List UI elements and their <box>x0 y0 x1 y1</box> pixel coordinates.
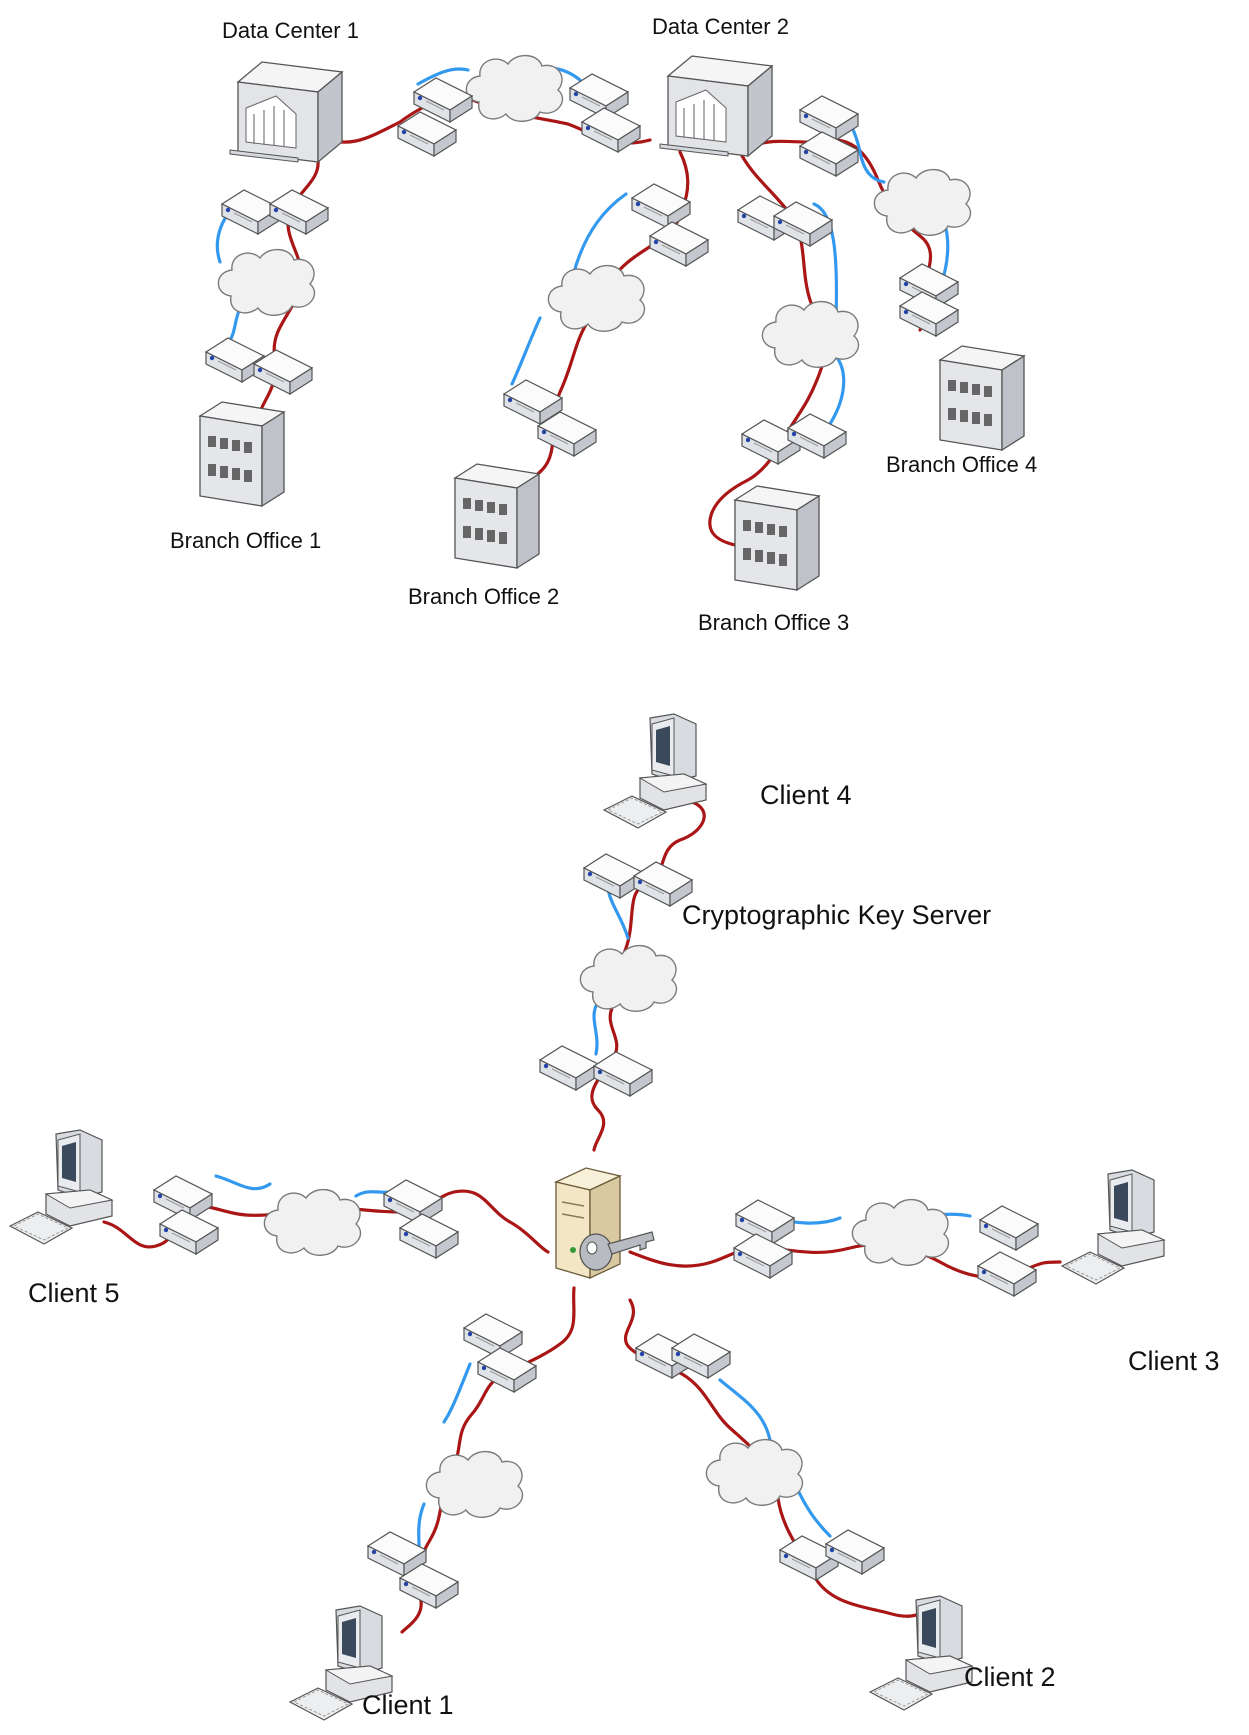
label-key-server: Cryptographic Key Server <box>682 900 992 930</box>
network-cloud-icon <box>425 1450 524 1518</box>
router-icon <box>269 189 329 235</box>
office-building-icon <box>199 401 285 507</box>
b2-link-wan <box>510 192 628 386</box>
router-icon <box>733 1233 793 1279</box>
router-icon <box>383 1179 443 1225</box>
router-icon <box>593 1051 653 1097</box>
label-client-5: Client 5 <box>28 1278 120 1308</box>
network-cloud-icon <box>851 1198 950 1266</box>
datacenter-icon <box>229 61 343 163</box>
workstation-icon <box>9 1129 113 1245</box>
office-building-icon <box>454 463 540 569</box>
top-devices <box>199 54 1025 591</box>
router-icon <box>977 1251 1037 1297</box>
key-server-icon <box>555 1167 655 1279</box>
network-cloud-icon <box>547 264 646 332</box>
network-cloud-icon <box>705 1438 804 1506</box>
label-data-center-2: Data Center 2 <box>652 14 789 39</box>
router-icon <box>539 1045 599 1091</box>
office-building-icon <box>734 485 820 591</box>
label-branch-office-3: Branch Office 3 <box>698 610 850 635</box>
router-icon <box>799 95 859 141</box>
router-icon <box>631 183 691 229</box>
label-client-3: Client 3 <box>1128 1346 1220 1376</box>
label-client-4: Client 4 <box>760 780 852 810</box>
network-cloud-icon <box>465 54 564 122</box>
datacenter-icon <box>659 55 773 157</box>
workstation-icon <box>603 713 707 829</box>
label-client-1: Client 1 <box>362 1690 454 1720</box>
network-cloud-icon <box>263 1188 362 1256</box>
network-cloud-icon <box>217 248 316 316</box>
label-data-center-1: Data Center 1 <box>222 18 359 43</box>
router-icon <box>477 1347 537 1393</box>
network-cloud-icon <box>579 944 678 1012</box>
label-branch-office-4: Branch Office 4 <box>886 452 1038 477</box>
router-icon <box>649 221 709 267</box>
bottom-devices <box>9 713 1165 1721</box>
router-icon <box>581 107 641 153</box>
workstation-icon <box>1061 1169 1165 1285</box>
office-building-icon <box>939 345 1025 451</box>
b3-link-wan <box>812 202 846 426</box>
label-client-2: Client 2 <box>964 1662 1056 1692</box>
router-icon <box>979 1205 1039 1251</box>
router-icon <box>735 1199 795 1245</box>
router-icon <box>399 1213 459 1259</box>
network-cloud-icon <box>873 168 972 236</box>
network-cloud-icon <box>761 300 860 368</box>
router-icon <box>463 1313 523 1359</box>
router-icon <box>799 131 859 177</box>
router-icon <box>159 1209 219 1255</box>
label-branch-office-2: Branch Office 2 <box>408 584 560 609</box>
label-branch-office-1: Branch Office 1 <box>170 528 322 553</box>
